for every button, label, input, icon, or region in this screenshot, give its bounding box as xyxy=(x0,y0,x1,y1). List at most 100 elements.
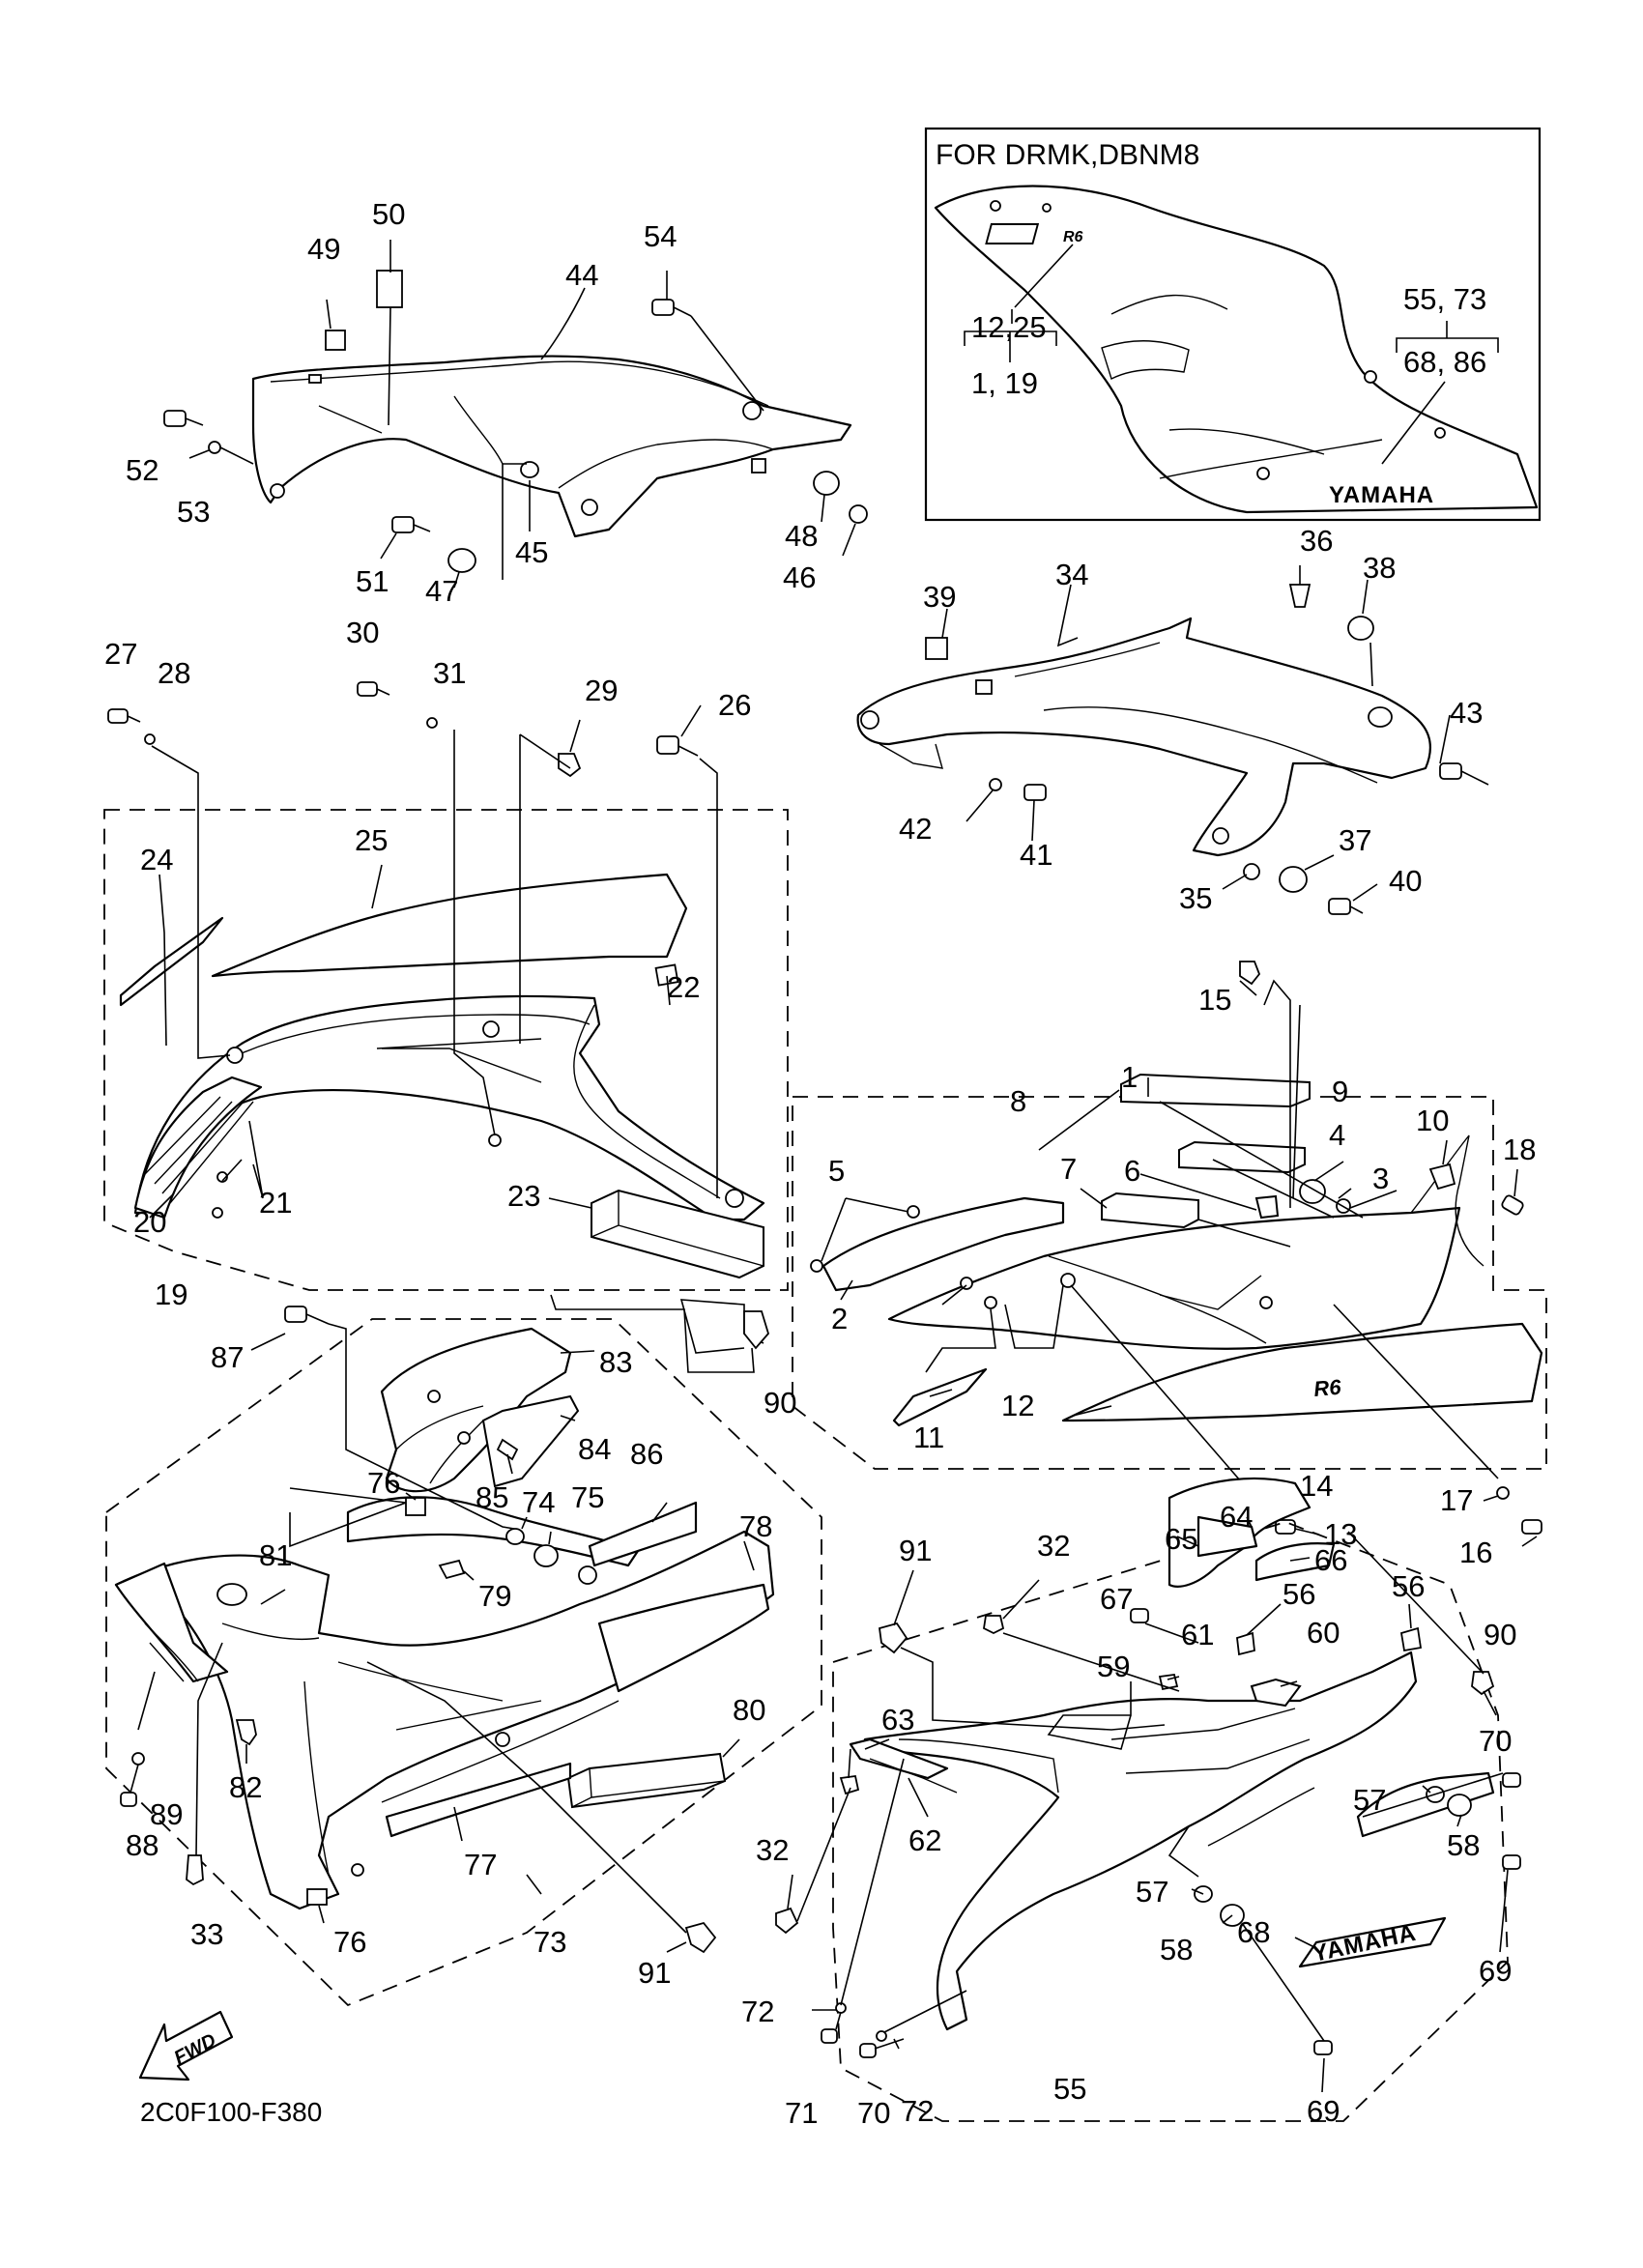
leader xyxy=(1167,1676,1180,1680)
callout-43: 43 xyxy=(1450,696,1483,730)
panel-edge xyxy=(1014,642,1161,677)
callout-67: 67 xyxy=(1100,1582,1133,1616)
callout-33: 33 xyxy=(190,1917,223,1951)
callout-3: 3 xyxy=(1372,1162,1389,1195)
leader xyxy=(787,1787,851,1922)
bolt-71 xyxy=(821,2028,838,2044)
damper-80 xyxy=(566,1752,727,1809)
callout-52: 52 xyxy=(126,453,159,487)
bolt-16 xyxy=(1521,1519,1542,1535)
clip-slot xyxy=(308,374,322,384)
cowl-edge xyxy=(1159,1275,1262,1310)
leader xyxy=(137,1671,156,1731)
duct-65 xyxy=(1196,1515,1258,1558)
leader xyxy=(289,1487,407,1548)
callout-88: 88 xyxy=(126,1828,159,1862)
callout-80: 80 xyxy=(733,1693,765,1727)
leader xyxy=(1191,1888,1204,1895)
vent-mesh-lines xyxy=(144,1096,254,1204)
bolt-52-head xyxy=(163,410,187,427)
callout-70b: 70 xyxy=(857,2096,890,2130)
leader xyxy=(521,1516,528,1530)
mount-tab xyxy=(751,458,766,474)
group-panel-34 xyxy=(856,565,1489,915)
callout-74: 74 xyxy=(522,1485,555,1519)
decal-86 xyxy=(588,1501,698,1567)
callout-19: 19 xyxy=(155,1278,187,1311)
inset-bracket-right xyxy=(1396,321,1499,353)
leader xyxy=(550,1294,755,1373)
bolt-69b xyxy=(1313,2040,1333,2055)
leader xyxy=(453,1806,463,1842)
group-73 xyxy=(105,1294,822,2007)
inset-note-left-top: 12,25 xyxy=(971,310,1047,344)
mount-hole xyxy=(725,1189,744,1208)
callout-76b: 76 xyxy=(333,1925,366,1959)
leader xyxy=(1080,1188,1291,1248)
leader xyxy=(366,1661,687,1953)
callout-66: 66 xyxy=(1314,1543,1347,1577)
callout-68: 68 xyxy=(1237,1915,1270,1949)
leader xyxy=(1047,1681,1132,1750)
leader xyxy=(1294,1937,1315,1948)
leader xyxy=(1442,1139,1448,1165)
callout-5: 5 xyxy=(828,1154,845,1188)
leader xyxy=(248,1120,264,1199)
hole xyxy=(984,1296,997,1309)
leader xyxy=(1144,1622,1199,1644)
callout-18: 18 xyxy=(1503,1133,1536,1166)
cowl-edge xyxy=(898,1738,1059,1794)
inset-hole xyxy=(1042,203,1052,213)
leader xyxy=(1292,1004,1301,1199)
callout-40: 40 xyxy=(1389,864,1422,898)
leader xyxy=(848,1748,851,1779)
cowl-edge xyxy=(1048,1255,1267,1344)
callout-58b: 58 xyxy=(1160,1933,1193,1967)
leader xyxy=(835,1758,905,2030)
washer-17 xyxy=(1496,1486,1510,1500)
leader xyxy=(1304,854,1335,871)
clip-56a xyxy=(1236,1631,1255,1656)
callout-59: 59 xyxy=(1097,1650,1130,1683)
leader xyxy=(1038,1089,1364,1219)
callout-26: 26 xyxy=(718,688,751,722)
callout-44: 44 xyxy=(565,258,598,292)
leader xyxy=(1499,1869,1509,1953)
leader xyxy=(151,745,231,1059)
cowl-edge xyxy=(144,1622,199,1682)
callout-81: 81 xyxy=(259,1538,292,1572)
leader xyxy=(929,1389,953,1397)
leader xyxy=(883,1990,967,2050)
leader xyxy=(893,1569,914,1626)
washer-5 xyxy=(810,1259,823,1273)
bolt-40-shank xyxy=(1349,905,1364,914)
screw-85 xyxy=(496,1438,519,1461)
vent-mesh xyxy=(133,1076,263,1220)
inset-side-cowling xyxy=(934,185,1539,514)
bolt-67 xyxy=(1130,1608,1149,1623)
upper-panel-edge xyxy=(318,405,383,434)
leader xyxy=(1352,883,1378,902)
side-cowling-2 xyxy=(822,1196,1065,1292)
inset-note-left-bottom: 1, 19 xyxy=(971,366,1038,400)
leader xyxy=(1176,1536,1199,1547)
collar-35 xyxy=(1243,863,1260,880)
group-73-boundary xyxy=(105,1318,822,2007)
inset-cowl-line xyxy=(1159,439,1383,479)
callout-49: 49 xyxy=(307,232,340,266)
callout-15: 15 xyxy=(1198,983,1231,1017)
callout-75: 75 xyxy=(571,1480,604,1514)
callout-11: 11 xyxy=(913,1421,944,1454)
fwd-arrow: FWD xyxy=(138,2010,234,2081)
group-1-boundary xyxy=(792,1096,1547,1470)
callout-36: 36 xyxy=(1300,524,1333,558)
leader xyxy=(1031,799,1035,842)
rivet-32a xyxy=(983,1615,1005,1635)
screw-82 xyxy=(235,1719,257,1746)
callout-69a: 69 xyxy=(1479,1954,1512,1988)
group-55-boundary xyxy=(832,1521,1509,2122)
mount-hole xyxy=(581,499,598,516)
leader xyxy=(1212,1159,1335,1219)
duct-edge xyxy=(395,1405,484,1484)
leader xyxy=(506,1453,513,1475)
